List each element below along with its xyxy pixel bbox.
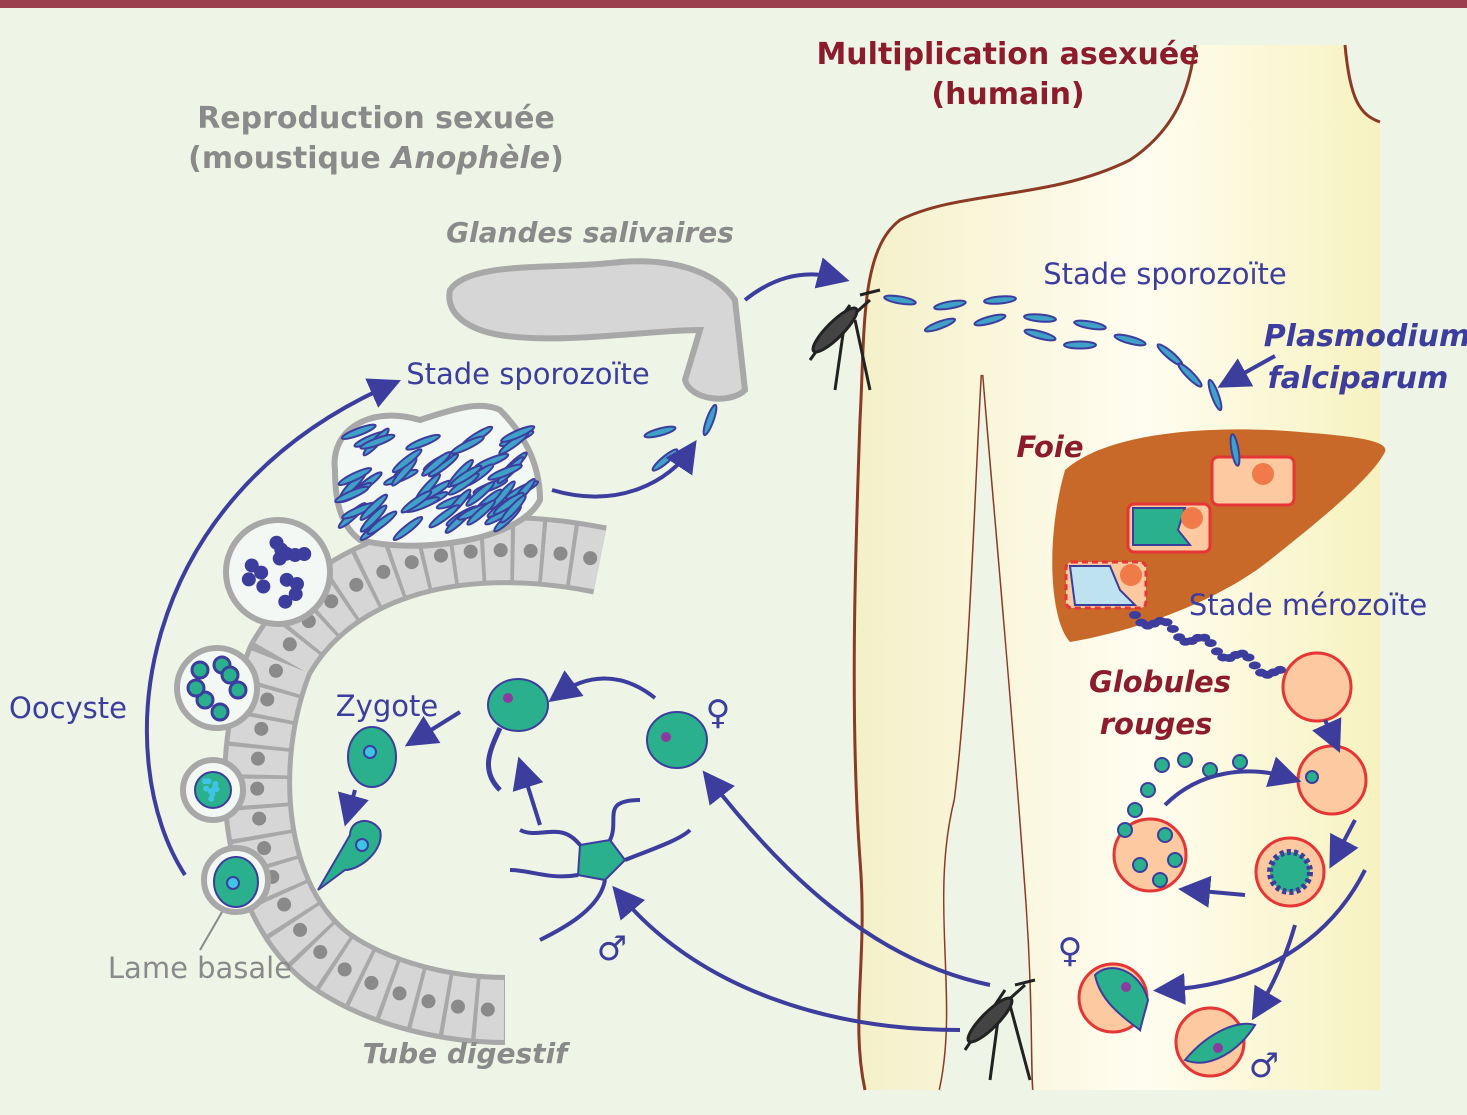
merozoite xyxy=(1133,858,1147,872)
oocyst-nucleus xyxy=(203,786,209,792)
gut-cell-nucleus xyxy=(583,551,597,565)
sporozoite-mosquito-label: Stade sporozoïte xyxy=(406,357,650,391)
gut-cell-nucleus xyxy=(494,543,508,557)
gut-cell-nucleus xyxy=(250,782,264,796)
gut-cell-nucleus xyxy=(421,994,435,1008)
gut-cell-nucleus xyxy=(393,986,407,1000)
merozoite xyxy=(1167,625,1179,633)
top-bar xyxy=(0,0,1467,8)
gut-cell-nucleus xyxy=(405,555,419,569)
gut-cell-nucleus xyxy=(252,812,266,826)
gut-cell-nucleus xyxy=(524,544,538,558)
gut-cell-nucleus xyxy=(464,545,478,559)
sporoblast xyxy=(242,572,256,586)
gut-cell-nucleus xyxy=(277,898,291,912)
merozoite xyxy=(1118,823,1132,837)
species-label-line2: falciparum xyxy=(1268,361,1449,396)
merozoite xyxy=(1155,758,1169,772)
merozoite xyxy=(1161,618,1173,626)
oocyst-nucleus xyxy=(205,778,211,784)
gut-cell-nucleus xyxy=(434,549,448,563)
rbc-label-line2: rouges xyxy=(1100,707,1213,741)
merozoite xyxy=(1168,853,1182,867)
merozoite-label: Stade mérozoïte xyxy=(1189,588,1427,622)
merozoite xyxy=(1178,753,1192,767)
sporoblast xyxy=(254,566,268,580)
rbc-label-line1: Globules xyxy=(1089,665,1231,699)
gut-cell-nucleus xyxy=(269,664,283,678)
salivary-glands-label: Glandes salivaires xyxy=(446,216,734,249)
mosquito-title-line1: Reproduction sexuée xyxy=(197,101,555,136)
sporozoite-human-label: Stade sporozoïte xyxy=(1043,257,1287,291)
sporozoite xyxy=(1064,342,1096,349)
merozoite xyxy=(1249,661,1261,669)
sporoblast xyxy=(270,536,284,550)
gut-cell-nucleus xyxy=(481,1003,495,1017)
merozoite xyxy=(1205,639,1217,647)
gut-cell-nucleus xyxy=(293,923,307,937)
title-italic: Anophèle xyxy=(389,141,550,176)
oocyst-nucleus xyxy=(230,682,246,698)
species-label-line1: Plasmodium xyxy=(1264,319,1467,354)
merozoite xyxy=(1274,666,1286,674)
sporoblast xyxy=(256,580,270,594)
oocyst-nucleus xyxy=(208,796,214,802)
oocyst-label: Oocyste xyxy=(9,691,127,725)
female-symbol: ♀ xyxy=(706,693,731,733)
sporoblast xyxy=(278,595,292,609)
human-title-line1: Multiplication asexuée xyxy=(816,37,1199,72)
title-suffix: ) xyxy=(550,141,564,176)
gut-cell-nucleus xyxy=(376,565,390,579)
ring-stage xyxy=(1306,771,1318,783)
basal-lamina-label: Lame basale xyxy=(108,951,292,985)
gut-cell-nucleus xyxy=(338,962,352,976)
gut-cell-nucleus xyxy=(260,692,274,706)
oocyst-nucleus xyxy=(212,704,228,720)
male-symbol: ♂ xyxy=(1249,1046,1279,1086)
title-prefix: (moustique xyxy=(188,141,391,176)
merozoite xyxy=(1141,783,1155,797)
merozoite xyxy=(1129,611,1141,619)
oocyst-nucleus xyxy=(212,784,218,790)
gut-label: Tube digestif xyxy=(363,1037,572,1070)
gut-cell-nucleus xyxy=(283,637,297,651)
oocyst-nucleus xyxy=(222,667,238,683)
merozoite xyxy=(1233,755,1247,769)
male-symbol: ♂ xyxy=(597,929,627,969)
oocyst-nucleus xyxy=(188,680,204,696)
gut-cell-nucleus xyxy=(349,578,363,592)
gut-cell-nucleus xyxy=(364,976,378,990)
gut-cell-nucleus xyxy=(254,722,268,736)
oocyst-nucleus xyxy=(192,662,208,678)
merozoite xyxy=(1153,873,1167,887)
gut-cell-nucleus xyxy=(313,945,327,959)
mosquito-title-line2: (moustique Anophèle) xyxy=(188,141,564,176)
gut-cell-nucleus xyxy=(257,841,271,855)
gut-cell-nucleus xyxy=(451,1000,465,1014)
gut-cell-nucleus xyxy=(554,547,568,561)
zygote-label: Zygote xyxy=(336,689,438,723)
merozoite xyxy=(1128,803,1142,817)
liver-label: Foie xyxy=(1016,430,1083,464)
merozoite xyxy=(1158,828,1172,842)
sporoblast xyxy=(280,573,294,587)
sporoblast xyxy=(297,547,311,561)
merozoite xyxy=(1242,653,1254,661)
gut-cell-nucleus xyxy=(251,752,265,766)
female-symbol: ♀ xyxy=(1058,931,1083,971)
human-title-line2: (humain) xyxy=(931,77,1084,112)
